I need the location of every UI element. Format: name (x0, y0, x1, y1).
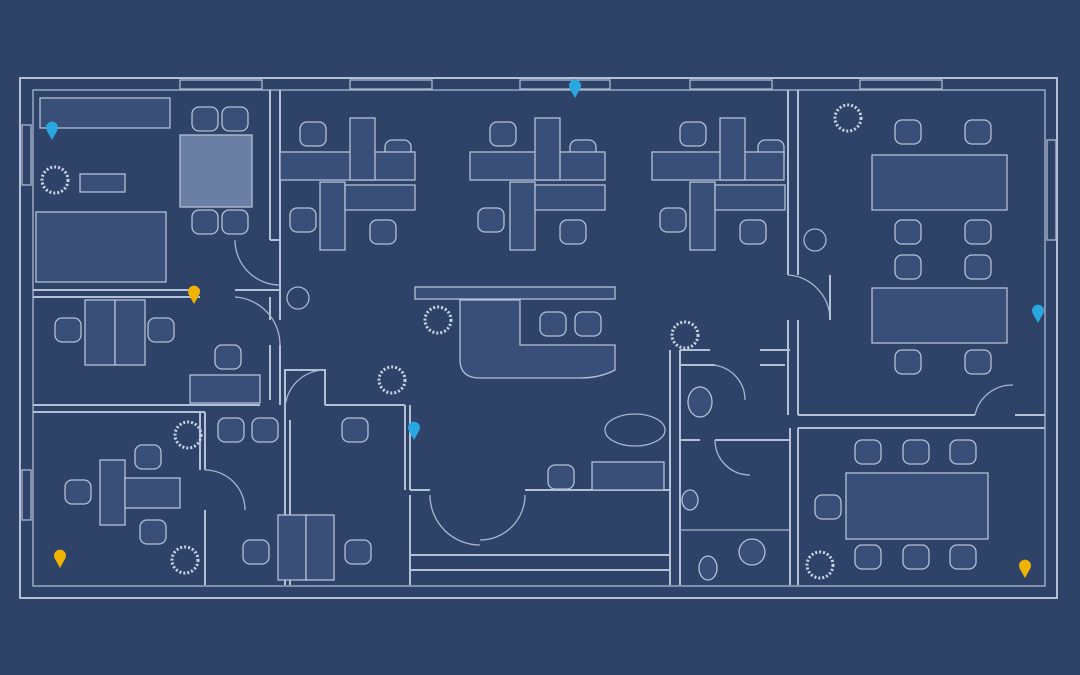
desk (39, 97, 171, 129)
desk (534, 117, 561, 181)
chair (902, 439, 930, 465)
desk (534, 184, 606, 211)
plant-icon (170, 545, 200, 575)
map-pin-icon[interactable] (188, 285, 200, 304)
chair (964, 254, 992, 280)
chair (289, 207, 317, 233)
desk (719, 117, 746, 181)
chair (679, 121, 707, 147)
plant-icon (805, 550, 835, 580)
desk (319, 181, 346, 251)
chair (559, 219, 587, 245)
chair (949, 544, 977, 570)
round-table (286, 286, 310, 310)
round-table (803, 228, 827, 252)
desk (871, 154, 1008, 211)
map-pin-icon[interactable] (54, 549, 66, 568)
desk (349, 117, 376, 181)
desk (189, 374, 261, 404)
desk (689, 181, 716, 251)
map-pin-icon[interactable] (1019, 559, 1032, 578)
furniture (35, 97, 1008, 581)
desk (114, 299, 146, 366)
chair (221, 106, 249, 132)
desk (305, 514, 335, 581)
chair (854, 544, 882, 570)
desk (871, 287, 1008, 344)
chair (242, 539, 270, 565)
desk (35, 211, 167, 283)
chair (139, 519, 167, 545)
chair (739, 219, 767, 245)
chair (489, 121, 517, 147)
chair (369, 219, 397, 245)
desk (84, 299, 116, 366)
chair (477, 207, 505, 233)
plant-icon (670, 320, 700, 350)
chair (964, 349, 992, 375)
desk (279, 151, 416, 181)
desk (79, 173, 126, 193)
plant-icon (423, 305, 453, 335)
map-pin-icon[interactable] (46, 121, 58, 140)
chair (191, 209, 219, 235)
chair (949, 439, 977, 465)
desk (714, 184, 786, 211)
toilet-icon (681, 489, 699, 511)
chair (147, 317, 175, 343)
chair (894, 119, 922, 145)
plant-icon (377, 365, 407, 395)
chair (221, 209, 249, 235)
chair (134, 444, 162, 470)
desk (99, 459, 126, 526)
chair (344, 539, 372, 565)
chair (299, 121, 327, 147)
chair (217, 417, 245, 443)
plant-icon (40, 165, 70, 195)
chair (214, 344, 242, 370)
chair (814, 494, 842, 520)
chair (659, 207, 687, 233)
walls (19, 77, 1058, 599)
chair (854, 439, 882, 465)
toilet-icon (738, 538, 766, 566)
desk (651, 151, 785, 181)
chair (251, 417, 279, 443)
reception-area (179, 134, 989, 540)
map-pin-icon[interactable] (569, 79, 581, 98)
chair (964, 219, 992, 245)
chair (894, 219, 922, 245)
chair (539, 311, 567, 337)
desk (124, 477, 181, 509)
location-pins (46, 79, 1044, 578)
sink-icon (698, 555, 718, 581)
chair (902, 544, 930, 570)
chair (894, 254, 922, 280)
chair (191, 106, 219, 132)
plant-icon (173, 420, 203, 450)
plant-icon (833, 103, 863, 133)
chair (547, 464, 575, 490)
desk (277, 514, 307, 581)
chair (894, 349, 922, 375)
desk (509, 181, 536, 251)
toilet-icon (687, 386, 713, 418)
desk (344, 184, 416, 211)
map-pin-icon[interactable] (1032, 304, 1044, 323)
chair (54, 317, 82, 343)
map-pin-icon[interactable] (408, 421, 420, 440)
chair (341, 417, 369, 443)
chair (574, 311, 602, 337)
chair (64, 479, 92, 505)
chair (964, 119, 992, 145)
